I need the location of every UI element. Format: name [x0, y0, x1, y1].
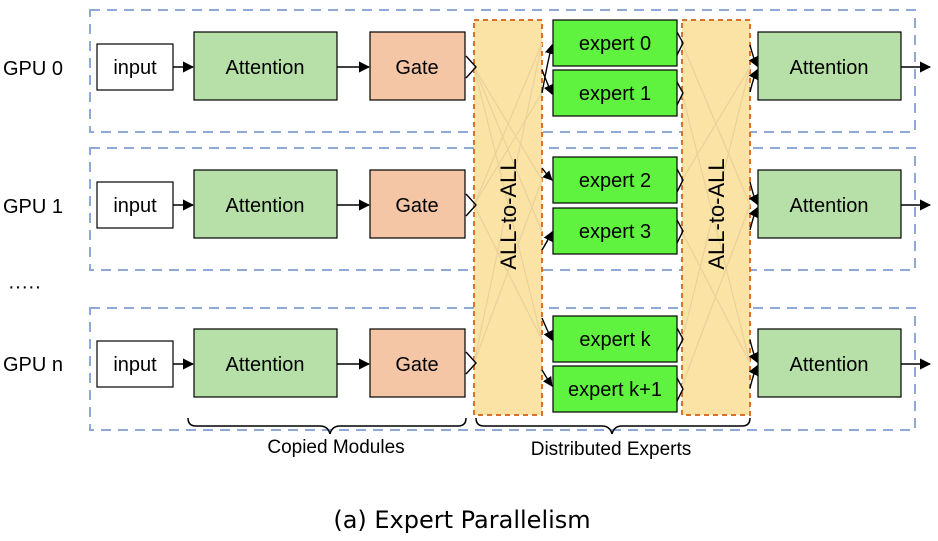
attention-label: Attention [226, 354, 305, 376]
copied-modules-brace [187, 417, 467, 435]
expert-label: expert 1 [579, 83, 651, 105]
gate-box [369, 169, 466, 239]
ellipsis: ····· [8, 276, 41, 298]
attention-label: Attention [226, 57, 305, 79]
copied-modules-label: Copied Modules [267, 437, 404, 458]
output-attention-label: Attention [790, 195, 869, 217]
attention-label: Attention [226, 195, 305, 217]
combine-arrows [748, 44, 758, 389]
expert-box [552, 19, 678, 67]
gpu-1-label: GPU 1 [3, 196, 63, 218]
expert-box [552, 69, 678, 117]
gate-box [369, 31, 466, 101]
input-box [96, 43, 174, 91]
gpu-n-label: GPU n [3, 354, 63, 376]
expert-label: expert 3 [579, 221, 651, 243]
gpu-0-group [89, 9, 916, 133]
input-box [96, 340, 174, 388]
gate-label: Gate [395, 195, 438, 217]
expert-label: expert k+1 [568, 379, 662, 401]
expert-box [552, 207, 678, 255]
gpu-0-label: GPU 0 [3, 58, 63, 80]
input-label: input [113, 57, 157, 79]
gate-label: Gate [395, 57, 438, 79]
gate-label: Gate [395, 354, 438, 376]
attention-box [193, 328, 338, 398]
distributed-experts-label: Distributed Experts [531, 439, 692, 460]
expert-box [552, 315, 678, 363]
expert-label: expert 0 [579, 33, 651, 55]
figure-caption: (a) Expert Parallelism [333, 506, 590, 534]
dispatch-arrows [541, 44, 555, 387]
all-to-all-left-label: ALL-to-ALL [496, 158, 521, 269]
output-attention-box [757, 169, 902, 239]
attention-box [193, 31, 338, 101]
expert-label: expert k [579, 329, 651, 351]
all-to-all-right-label: ALL-to-ALL [704, 158, 729, 269]
distributed-experts-brace [475, 417, 751, 435]
input-box [96, 181, 174, 229]
combine-lines [676, 31, 684, 402]
input-label: input [113, 354, 157, 376]
all-to-all-left-routes [473, 42, 543, 364]
output-attention-label: Attention [790, 354, 869, 376]
output-attention-box [757, 31, 902, 101]
output-attention-box [757, 328, 902, 398]
output-attention-label: Attention [790, 57, 869, 79]
gate-box [369, 328, 466, 398]
input-label: input [113, 195, 157, 217]
gate-dispatch-lines [465, 55, 477, 375]
attention-box [193, 169, 338, 239]
all-to-all-right-routes [681, 42, 751, 387]
expert-box [552, 156, 678, 204]
expert-label: expert 2 [579, 170, 651, 192]
expert-box [552, 365, 678, 413]
